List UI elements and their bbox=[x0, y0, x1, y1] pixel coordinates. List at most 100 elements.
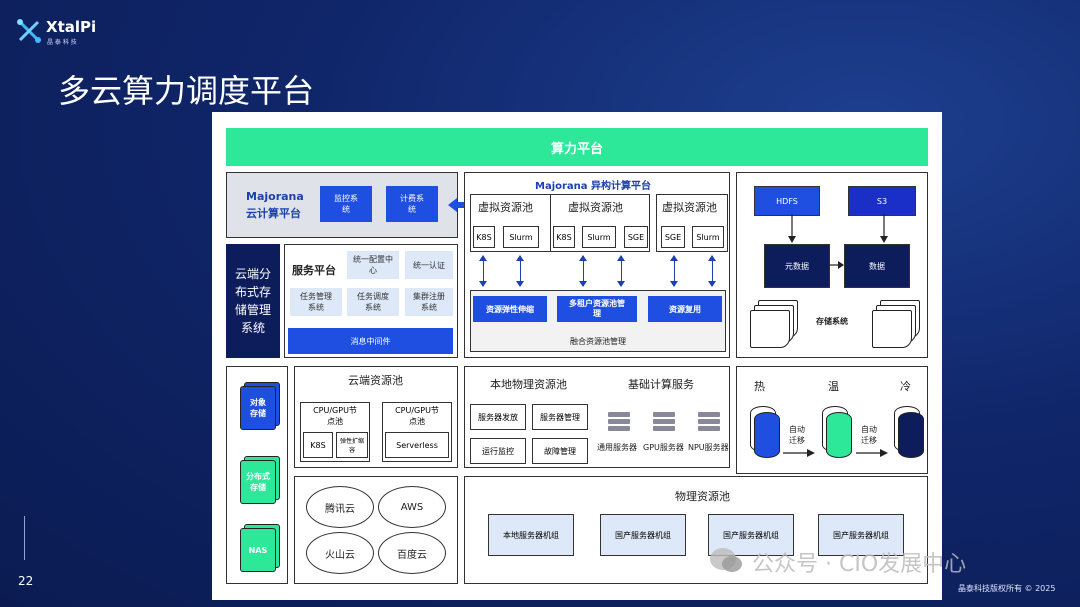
cold-cylinder-icon bbox=[898, 412, 924, 458]
compute-platform-label: 算力平台 bbox=[550, 141, 603, 157]
cloud-storage-text: 云端分布式存储管理系统 bbox=[234, 267, 271, 335]
updown-arrow-icon bbox=[670, 255, 678, 287]
cluster-registry-label: 集群注册系统 bbox=[413, 292, 445, 312]
pool2-sge: SGE bbox=[624, 226, 648, 248]
message-middleware: 消息中间件 bbox=[288, 328, 453, 354]
resource-reuse-label: 资源复用 bbox=[669, 304, 701, 314]
multi-tenant-label: 多租户资源池管理 bbox=[569, 299, 625, 318]
message-middleware-label: 消息中间件 bbox=[350, 336, 391, 346]
nas-storage-label: NAS bbox=[248, 545, 268, 555]
volcano-cloud: 火山云 bbox=[306, 532, 374, 574]
pool1-k8s: K8S bbox=[473, 226, 495, 248]
domestic-server-cluster-3-label: 国产服务器机组 bbox=[833, 530, 889, 540]
cold-label: 冷 bbox=[900, 380, 911, 393]
node-pool-1-k8s-label: K8S bbox=[310, 440, 326, 450]
arrow-down-icon bbox=[788, 214, 796, 243]
baidu-cloud-label: 百度云 bbox=[397, 549, 427, 561]
server-management: 服务器管理 bbox=[532, 404, 588, 430]
local-server-cluster-label: 本地服务器机组 bbox=[503, 530, 559, 540]
object-storage: 对象存储 bbox=[240, 386, 276, 430]
pool3-sge-label: SGE bbox=[664, 232, 682, 242]
pool3-slurm-label: Slurm bbox=[696, 232, 720, 242]
warm-label: 温 bbox=[828, 380, 839, 393]
server-icon bbox=[698, 426, 720, 431]
npu-server-label: NPU服务器 bbox=[688, 443, 729, 452]
server-icon bbox=[608, 412, 630, 417]
fault-management: 故障管理 bbox=[532, 438, 588, 464]
physical-resource-pool-title: 物理资源池 bbox=[675, 490, 730, 503]
node-pool-1-elastic-label: 弹性扩缩容 bbox=[339, 438, 364, 454]
pool1-slurm-label: Slurm bbox=[509, 232, 533, 242]
document-stack-icon bbox=[872, 310, 912, 348]
updown-arrow-icon bbox=[516, 255, 524, 287]
server-provisioning: 服务器发放 bbox=[470, 404, 526, 430]
node-pool-2-serverless-label: Serverless bbox=[396, 440, 438, 450]
compute-platform-bar: 算力平台 bbox=[226, 128, 928, 166]
xtalpi-logo-icon bbox=[17, 19, 41, 43]
domestic-server-cluster-3: 国产服务器机组 bbox=[818, 514, 904, 556]
footer-divider bbox=[24, 516, 25, 560]
node-pool-1-elastic: 弹性扩缩容 bbox=[336, 432, 368, 458]
general-server-label: 通用服务器 bbox=[597, 443, 637, 452]
runtime-monitoring-label: 运行监控 bbox=[482, 446, 514, 456]
virtual-pool-3-title: 虚拟资源池 bbox=[662, 201, 717, 214]
config-center: 统一配置中心 bbox=[347, 251, 399, 279]
watermark-text: 公众号 · CIO发展中心 bbox=[752, 552, 967, 577]
hot-cylinder-icon bbox=[754, 412, 780, 458]
server-icon bbox=[653, 426, 675, 431]
server-icon bbox=[608, 419, 630, 424]
cloud-platform-title-2: 云计算平台 bbox=[246, 207, 301, 220]
task-scheduling: 任务调度系统 bbox=[347, 288, 399, 316]
cloud-resource-pool-title: 云端资源池 bbox=[348, 374, 403, 387]
config-center-label: 统一配置中心 bbox=[353, 255, 393, 275]
virtual-pool-2-title: 虚拟资源池 bbox=[568, 201, 623, 214]
updown-arrow-icon bbox=[708, 255, 716, 287]
unified-auth: 统一认证 bbox=[405, 251, 453, 279]
arrow-right-icon bbox=[856, 449, 888, 457]
data-box: 数据 bbox=[844, 244, 910, 288]
node-pool-1-title: CPU/GPU节点池 bbox=[300, 404, 370, 428]
node-pool-2-label: CPU/GPU节点池 bbox=[395, 406, 439, 426]
warm-cylinder-icon bbox=[826, 412, 852, 458]
basic-compute-title: 基础计算服务 bbox=[628, 378, 694, 391]
task-scheduling-label: 任务调度系统 bbox=[357, 292, 389, 312]
s3-box: S3 bbox=[848, 186, 916, 216]
node-pool-1-label: CPU/GPU节点池 bbox=[313, 406, 357, 426]
distributed-storage-label: 分布式存储 bbox=[246, 472, 270, 492]
hot-label: 热 bbox=[754, 380, 765, 393]
aws-cloud: AWS bbox=[378, 486, 446, 528]
metadata-label: 元数据 bbox=[785, 261, 809, 271]
node-pool-2-title: CPU/GPU节点池 bbox=[382, 404, 452, 428]
s3-label: S3 bbox=[876, 196, 888, 206]
arrow-right-icon bbox=[783, 449, 815, 457]
billing-system: 计费系统 bbox=[386, 186, 438, 222]
heterogeneous-title: Majorana 异构计算平台 bbox=[535, 181, 652, 192]
baidu-cloud: 百度云 bbox=[378, 532, 446, 574]
pool1-k8s-label: K8S bbox=[476, 232, 492, 242]
pool2-sge-label: SGE bbox=[627, 232, 645, 242]
distributed-storage: 分布式存储 bbox=[240, 460, 276, 504]
pool1-slurm: Slurm bbox=[503, 226, 539, 248]
arrow-down-icon bbox=[880, 214, 888, 243]
object-storage-label: 对象存储 bbox=[250, 398, 266, 418]
updown-arrow-icon bbox=[579, 255, 587, 287]
task-management-label: 任务管理系统 bbox=[300, 292, 332, 312]
node-pool-2-serverless: Serverless bbox=[385, 432, 449, 458]
pool3-slurm: Slurm bbox=[692, 226, 724, 248]
runtime-monitoring: 运行监控 bbox=[470, 438, 526, 464]
migrate-label-2: 自动迁移 bbox=[861, 425, 877, 445]
updown-arrow-icon bbox=[617, 255, 625, 287]
data-label: 数据 bbox=[869, 261, 885, 271]
fault-management-label: 故障管理 bbox=[544, 446, 576, 456]
elastic-scaling-label: 资源弹性伸缩 bbox=[486, 304, 534, 314]
server-icon bbox=[608, 426, 630, 431]
page-number: 22 bbox=[18, 574, 34, 588]
volcano-cloud-label: 火山云 bbox=[325, 549, 355, 561]
hdfs-box: HDFS bbox=[754, 186, 820, 216]
brand-name: XtalPi bbox=[46, 18, 97, 36]
elastic-scaling: 资源弹性伸缩 bbox=[473, 296, 547, 322]
arrow-left-icon bbox=[448, 198, 474, 212]
domestic-server-cluster-2-label: 国产服务器机组 bbox=[723, 530, 779, 540]
migrate-label-1: 自动迁移 bbox=[789, 425, 805, 445]
pool2-slurm-label: Slurm bbox=[587, 232, 611, 242]
